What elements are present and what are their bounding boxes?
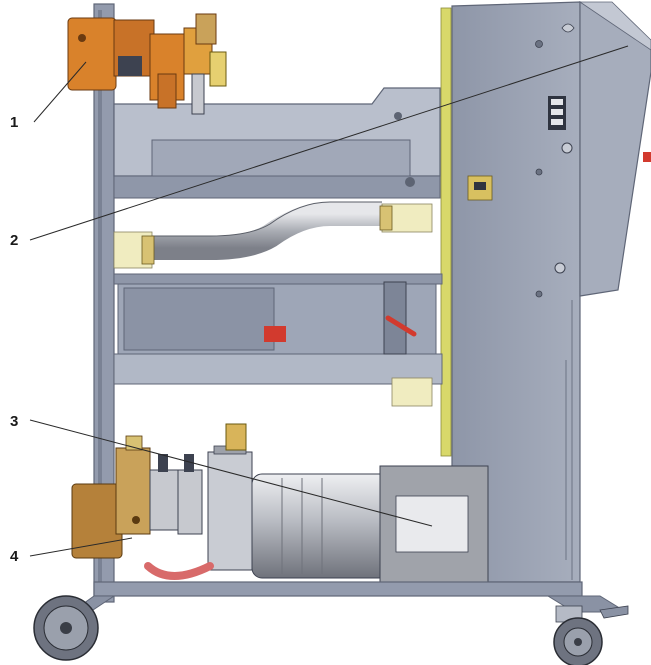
callout-line-1	[33, 61, 87, 123]
callout-line-2	[29, 45, 629, 241]
callout-label-2: 2	[10, 232, 18, 249]
callout-line-3	[29, 419, 433, 527]
valve-assembly-top	[67, 13, 227, 115]
motor-label-plate	[395, 495, 469, 553]
callout-label-4: 4	[10, 548, 19, 565]
middle-cooler-section	[113, 273, 443, 407]
caster-wheel-right	[553, 605, 629, 665]
caster-wheel-left	[33, 595, 99, 661]
callout-label-1: 1	[10, 114, 18, 131]
callout-lines	[29, 45, 629, 557]
red-valve-handle	[264, 326, 286, 342]
red-indicator	[643, 152, 651, 162]
valve-block-bottom	[71, 435, 214, 580]
base-frame	[64, 581, 628, 617]
yellow-strip	[440, 7, 452, 457]
front-control-panel	[578, 0, 651, 297]
callout-label-3: 3	[10, 413, 18, 430]
callout-line-4	[29, 537, 133, 557]
connecting-pipe	[113, 201, 433, 269]
pump-motor	[207, 423, 489, 585]
